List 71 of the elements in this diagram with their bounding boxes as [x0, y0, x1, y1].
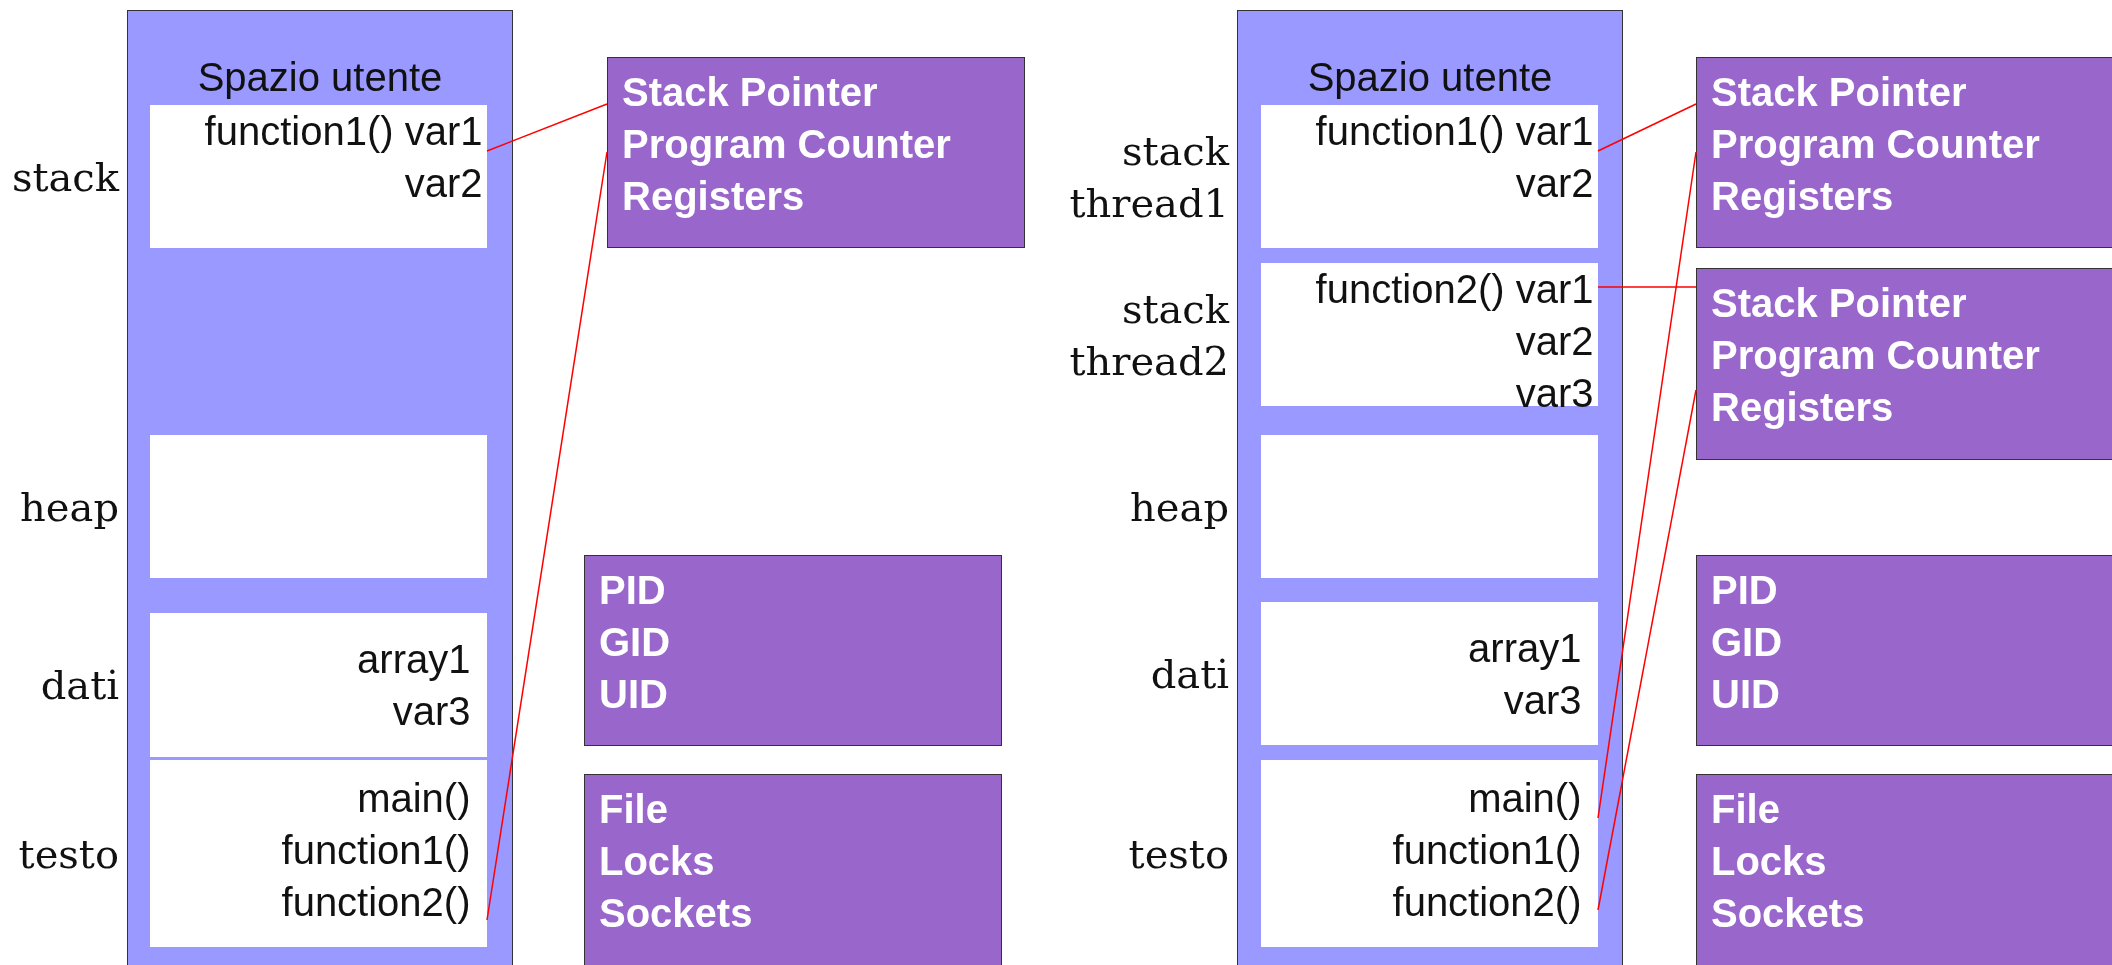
memory-item: var2	[404, 159, 483, 207]
memory-column	[1237, 10, 1623, 965]
connector-line	[1597, 103, 1697, 152]
memory-item: var3	[1503, 676, 1582, 724]
memory-item: var3	[392, 687, 471, 735]
memory-segment-box	[1260, 104, 1598, 248]
memory-item: function2() var1	[1315, 265, 1594, 313]
register-label: PID	[599, 567, 667, 614]
register-box	[1696, 57, 2112, 248]
memory-item: main()	[357, 774, 471, 822]
memory-segment-box	[1260, 759, 1598, 947]
register-label: Registers	[1711, 384, 1895, 431]
memory-item: function2()	[1392, 878, 1582, 926]
register-label: File	[1711, 786, 1781, 833]
memory-item: function1() var1	[1315, 107, 1594, 155]
memory-item: var3	[1515, 369, 1594, 417]
register-box	[607, 57, 1025, 248]
register-label: Program Counter	[622, 121, 952, 168]
memory-item: main()	[1468, 774, 1582, 822]
register-box	[584, 774, 1002, 965]
memory-segment-box	[1260, 434, 1598, 578]
register-box	[1696, 268, 2112, 460]
register-label: GID	[1711, 619, 1784, 666]
memory-segment-box	[149, 104, 487, 248]
register-label: Locks	[599, 838, 716, 885]
register-label: UID	[1711, 671, 1781, 718]
register-box	[1696, 555, 2112, 746]
register-label: GID	[599, 619, 672, 666]
memory-item: array1	[1468, 624, 1582, 672]
column-title: Spazio utente	[196, 54, 444, 101]
register-label: Registers	[622, 173, 806, 220]
memory-item: var2	[1515, 317, 1594, 365]
register-box	[584, 555, 1002, 746]
segment-label: heap	[20, 482, 119, 532]
segment-label: stack thread1	[1069, 126, 1229, 228]
register-label: Sockets	[1711, 890, 1866, 937]
register-label: Stack Pointer	[1711, 69, 1968, 116]
memory-item: array1	[357, 635, 471, 683]
register-label: PID	[1711, 567, 1779, 614]
register-label: UID	[599, 671, 669, 718]
memory-segment-box	[1260, 262, 1598, 406]
column-title: Spazio utente	[1306, 54, 1554, 101]
register-label: Stack Pointer	[1711, 280, 1968, 327]
memory-segment-box	[1260, 601, 1598, 745]
memory-segment-box	[149, 612, 487, 757]
segment-label: stack	[11, 152, 119, 202]
register-label: File	[599, 786, 669, 833]
segment-label: testo	[1128, 829, 1229, 879]
memory-item: var2	[1515, 159, 1594, 207]
memory-segment-box	[149, 434, 487, 578]
connector-line	[486, 151, 608, 921]
segment-label: dati	[40, 661, 119, 710]
segment-label: dati	[1150, 649, 1229, 699]
register-label: Sockets	[599, 890, 754, 937]
register-label: Program Counter	[1711, 121, 2041, 168]
segment-label: heap	[1130, 482, 1229, 532]
connector-line	[1597, 151, 1697, 819]
segment-label: testo	[18, 829, 119, 879]
register-box	[1696, 774, 2112, 965]
memory-item: function1()	[281, 826, 471, 874]
memory-item: function2()	[281, 878, 471, 926]
memory-segment-box	[149, 759, 487, 947]
segment-label: stack thread2	[1069, 284, 1229, 386]
register-label: Program Counter	[1711, 332, 2041, 379]
register-label: Locks	[1711, 838, 1828, 885]
connector-line	[1597, 286, 1697, 288]
memory-column	[127, 10, 513, 965]
register-label: Registers	[1711, 173, 1895, 220]
register-label: Stack Pointer	[622, 69, 879, 116]
memory-item: function1()	[1392, 826, 1582, 874]
memory-item: function1() var1	[204, 107, 483, 155]
